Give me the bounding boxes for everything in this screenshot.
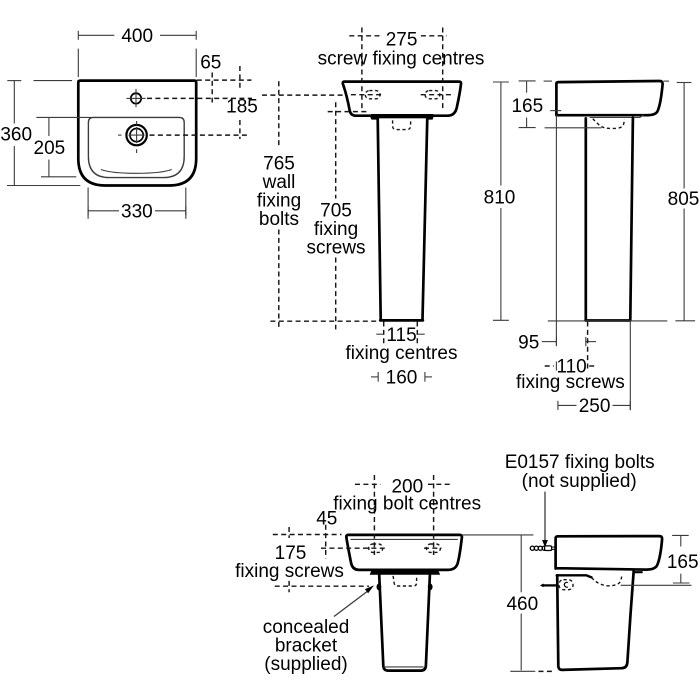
svg-text:360: 360 <box>0 125 32 146</box>
svg-text:wall: wall <box>262 172 296 193</box>
svg-text:805: 805 <box>668 189 700 210</box>
svg-text:400: 400 <box>121 26 153 47</box>
svg-text:460: 460 <box>506 594 538 615</box>
svg-text:fixing bolt centres: fixing bolt centres <box>333 493 481 514</box>
svg-text:bolts: bolts <box>259 209 299 230</box>
svg-text:fixing centres: fixing centres <box>346 343 458 364</box>
svg-text:E0157 fixing bolts: E0157 fixing bolts <box>505 452 655 473</box>
svg-text:bracket: bracket <box>275 636 338 657</box>
svg-text:330: 330 <box>121 201 153 222</box>
svg-text:175: 175 <box>275 543 307 564</box>
svg-text:fixing screws: fixing screws <box>516 372 625 393</box>
svg-text:(supplied): (supplied) <box>264 654 347 675</box>
svg-text:200: 200 <box>391 476 423 497</box>
svg-text:810: 810 <box>484 187 516 208</box>
svg-text:705: 705 <box>320 201 352 222</box>
svg-text:95: 95 <box>518 333 539 354</box>
svg-text:screw fixing centres: screw fixing centres <box>318 48 485 69</box>
svg-text:110: 110 <box>556 357 586 378</box>
svg-text:250: 250 <box>579 396 611 417</box>
svg-text:185: 185 <box>226 97 258 118</box>
svg-text:fixing: fixing <box>314 219 358 240</box>
svg-text:45: 45 <box>316 508 337 529</box>
svg-text:fixing: fixing <box>257 191 301 212</box>
svg-text:275: 275 <box>386 29 418 50</box>
svg-text:165: 165 <box>667 552 699 573</box>
svg-text:(not supplied): (not supplied) <box>522 471 637 492</box>
svg-text:765: 765 <box>263 154 295 175</box>
svg-text:160: 160 <box>386 368 418 389</box>
svg-text:205: 205 <box>34 138 66 159</box>
svg-text:165: 165 <box>511 96 543 117</box>
svg-text:concealed: concealed <box>263 617 350 638</box>
svg-text:fixing screws: fixing screws <box>235 561 344 582</box>
svg-text:115: 115 <box>386 325 416 346</box>
svg-text:65: 65 <box>200 53 221 74</box>
svg-text:screws: screws <box>306 238 365 259</box>
